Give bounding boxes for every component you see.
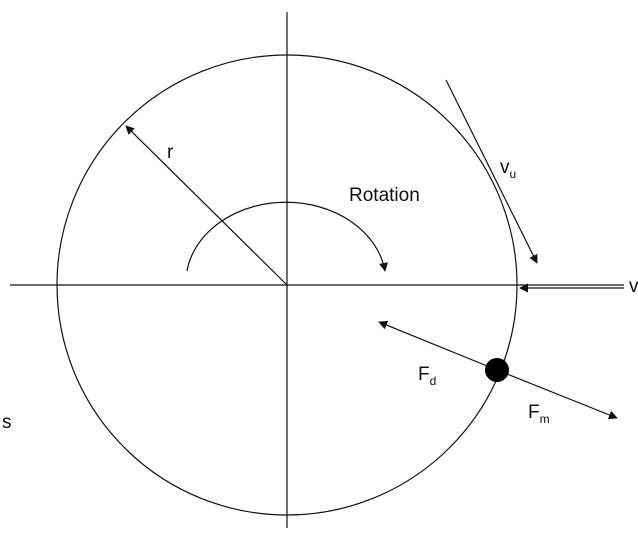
particle <box>485 358 509 382</box>
force-m-main: F <box>528 402 540 423</box>
force-m-label: Fm <box>528 402 550 426</box>
orbit-circle <box>56 54 518 516</box>
force-d-label: Fd <box>418 364 436 388</box>
force-d-sub: d <box>430 374 437 388</box>
velocity-u-arrow <box>445 79 538 264</box>
velocity-u-sub: u <box>510 167 517 181</box>
force-d-main: F <box>418 364 430 385</box>
force-d-arrow <box>378 320 498 371</box>
force-m-sub: m <box>540 412 550 426</box>
velocity-u-main: v <box>500 157 510 178</box>
rotation-label: Rotation <box>349 185 420 206</box>
force-m-arrow <box>496 369 618 420</box>
radius-label: r <box>167 142 174 163</box>
s-label: s <box>2 412 12 433</box>
velocity-u-label: vu <box>500 157 516 181</box>
velocity-right-label: v <box>629 276 638 297</box>
radius-arrow <box>125 125 288 286</box>
rotation-arc <box>186 201 388 272</box>
